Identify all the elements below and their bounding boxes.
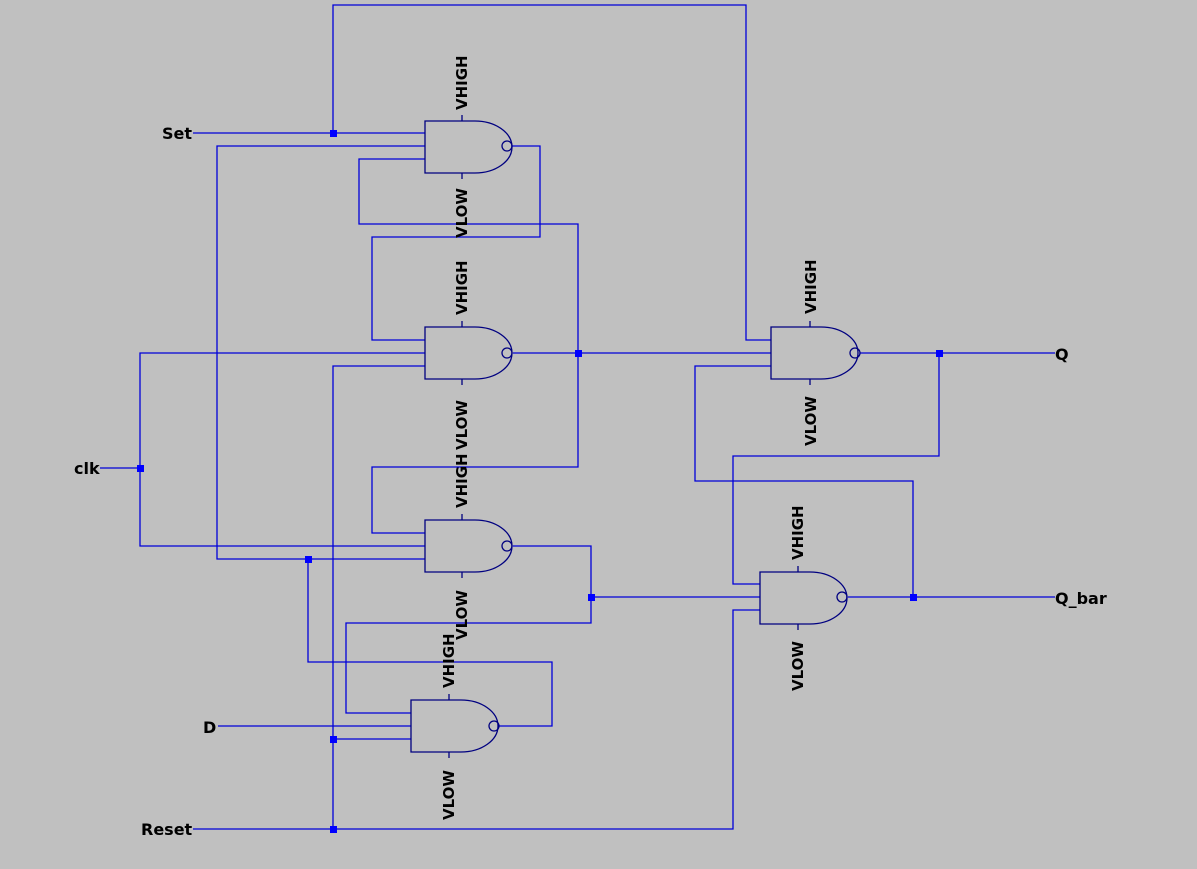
gate2-vlow-label: VLOW xyxy=(453,400,471,450)
port-q-label[interactable]: Q xyxy=(1055,345,1069,364)
gate4-vhigh-label: VHIGH xyxy=(440,633,458,688)
junction-clk xyxy=(137,465,144,472)
nand-gate-body xyxy=(410,699,499,753)
gate6-vlow-label: VLOW xyxy=(789,641,807,691)
gate1-vhigh-label: VHIGH xyxy=(453,55,471,110)
junction-q xyxy=(936,350,943,357)
nand-gate-2[interactable] xyxy=(424,321,513,385)
gate4-vlow-label: VLOW xyxy=(440,770,458,820)
wire-g1-in3[interactable] xyxy=(358,158,579,353)
wire-reset[interactable] xyxy=(193,609,760,830)
junction-g2-out xyxy=(575,350,582,357)
inversion-bubble xyxy=(488,720,500,732)
junction-g3-in xyxy=(305,556,312,563)
wire-g2-node-down[interactable] xyxy=(371,353,579,534)
junction-g3-out xyxy=(588,594,595,601)
port-reset-label[interactable]: Reset xyxy=(141,820,193,839)
junction-q-bar xyxy=(910,594,917,601)
nand-gate-3[interactable] xyxy=(424,514,513,578)
port-clk-label[interactable]: clk xyxy=(74,459,100,478)
port-d-label[interactable]: D xyxy=(203,718,216,737)
nand-gate-body xyxy=(424,326,513,380)
inversion-bubble xyxy=(501,540,513,552)
nand-gate-6[interactable] xyxy=(759,566,848,630)
nand-gate-4[interactable] xyxy=(410,694,500,758)
wire-set-to-q-gate[interactable] xyxy=(332,4,771,341)
inversion-bubble xyxy=(501,347,513,359)
nand-gate-body xyxy=(759,571,848,625)
gate5-vlow-label: VLOW xyxy=(802,396,820,446)
nand-gate-1[interactable] xyxy=(424,115,513,179)
gate5-vhigh-label: VHIGH xyxy=(802,259,820,314)
supply-labels: VHIGH VLOW VHIGH VLOW VHIGH VLOW VHIGH V… xyxy=(440,55,820,820)
wire-g2-in3[interactable] xyxy=(332,365,425,829)
port-q-bar-label[interactable]: Q_bar xyxy=(1055,589,1107,608)
wire-g3-out[interactable] xyxy=(345,545,592,714)
port-set-label[interactable]: Set xyxy=(162,124,192,143)
nand-gate-body xyxy=(424,120,513,174)
junction-set xyxy=(330,130,337,137)
gate1-vlow-label: VLOW xyxy=(453,188,471,238)
gate2-vhigh-label: VHIGH xyxy=(453,260,471,315)
wires xyxy=(100,4,1055,830)
wire-g1-out[interactable] xyxy=(371,145,541,341)
inversion-bubble xyxy=(501,140,513,152)
gate3-vlow-label: VLOW xyxy=(453,590,471,640)
wire-clk-bus[interactable] xyxy=(139,352,425,547)
junction-reset xyxy=(330,826,337,833)
nand-gate-body xyxy=(770,326,859,380)
wire-q-feedback[interactable] xyxy=(732,353,940,585)
wire-d-gate-out[interactable] xyxy=(307,559,553,727)
junctions xyxy=(137,130,943,833)
wire-q-bar-feedback[interactable] xyxy=(694,365,914,597)
port-labels: Set clk D Reset Q Q_bar xyxy=(74,124,1107,839)
nand-gate-5[interactable] xyxy=(770,321,861,385)
junction-reset-d xyxy=(330,736,337,743)
inversion-bubble xyxy=(849,347,861,359)
nand-gate-body xyxy=(424,519,513,573)
gate6-vhigh-label: VHIGH xyxy=(789,505,807,560)
gate3-vhigh-label: VHIGH xyxy=(453,453,471,508)
inversion-bubble xyxy=(836,591,848,603)
